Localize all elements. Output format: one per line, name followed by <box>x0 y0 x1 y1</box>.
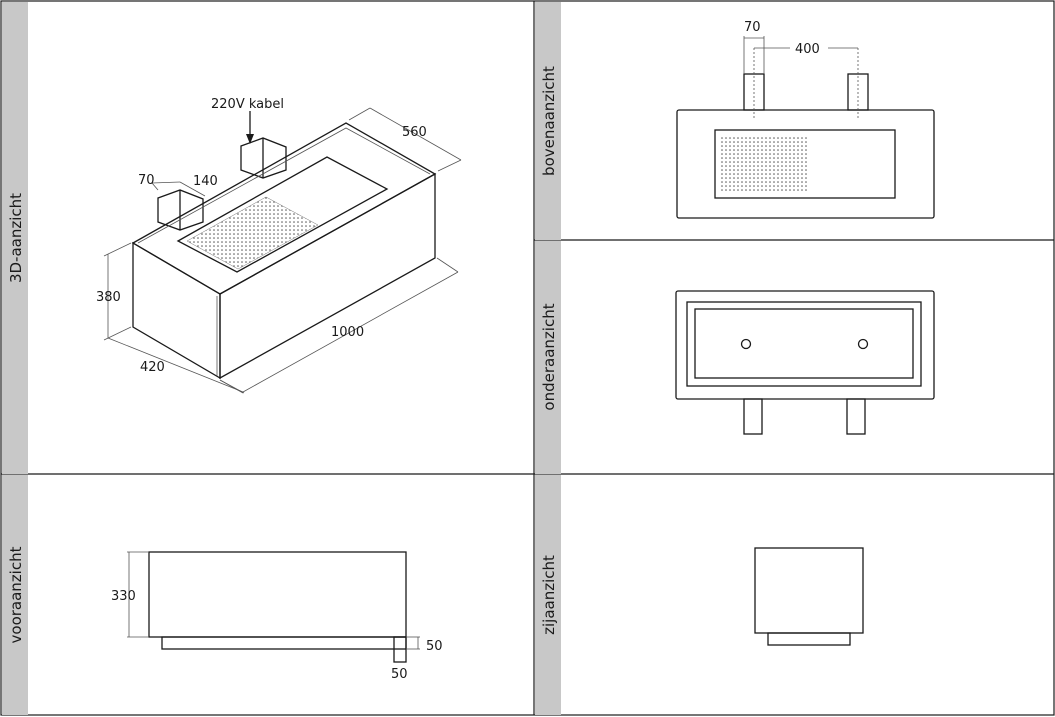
dim-height-380: 380 <box>96 290 121 305</box>
top-view-drawing <box>676 36 935 219</box>
label-side-view: zijaanzicht <box>540 555 558 635</box>
iso-perforated-area <box>186 196 319 270</box>
bottom-hole-left <box>740 338 752 350</box>
label-bottom-view: onderaanzicht <box>540 303 558 410</box>
front-housing <box>148 551 407 638</box>
iso-top-panel <box>176 156 389 273</box>
dim-70-iso: 70 <box>138 173 155 188</box>
side-base <box>767 632 851 646</box>
top-perforated-area <box>720 136 808 191</box>
bottom-housing <box>675 290 935 400</box>
dim-top-70: 70 <box>744 20 761 35</box>
iso-drawing <box>103 107 462 394</box>
label-top-view: bovenaanzicht <box>540 66 558 176</box>
label-3d-view: 3D-aanzicht <box>7 193 25 283</box>
dim-cable-label: 220V kabel <box>211 97 284 112</box>
dim-width-420: 420 <box>140 360 165 375</box>
dim-top-400: 400 <box>795 42 820 57</box>
dim-140-iso: 140 <box>193 174 218 189</box>
dim-front-50-side: 50 <box>426 639 443 654</box>
top-inner-panel <box>714 129 896 199</box>
dim-depth-560: 560 <box>402 125 427 140</box>
bottom-hole-right <box>857 338 869 350</box>
bottom-pipe-right <box>846 398 866 435</box>
front-pipe <box>393 636 407 663</box>
dim-length-1000: 1000 <box>331 325 364 340</box>
top-housing <box>676 109 935 219</box>
front-view-drawing <box>127 551 420 663</box>
iso-side-face <box>132 241 221 380</box>
side-housing <box>754 547 864 634</box>
panel-tabs <box>2 2 561 715</box>
bottom-view-drawing <box>675 290 935 435</box>
front-base <box>161 636 407 650</box>
dim-front-50-bottom: 50 <box>391 667 408 682</box>
dim-front-330: 330 <box>111 589 136 604</box>
bottom-outer-frame <box>686 301 922 387</box>
side-view-drawing <box>754 547 864 646</box>
iso-pipe-rear <box>240 137 287 179</box>
bottom-inner-frame <box>694 308 914 379</box>
iso-pipe-front <box>157 189 204 231</box>
label-front-view: vooraanzicht <box>7 546 25 643</box>
bottom-pipe-left <box>743 398 763 435</box>
